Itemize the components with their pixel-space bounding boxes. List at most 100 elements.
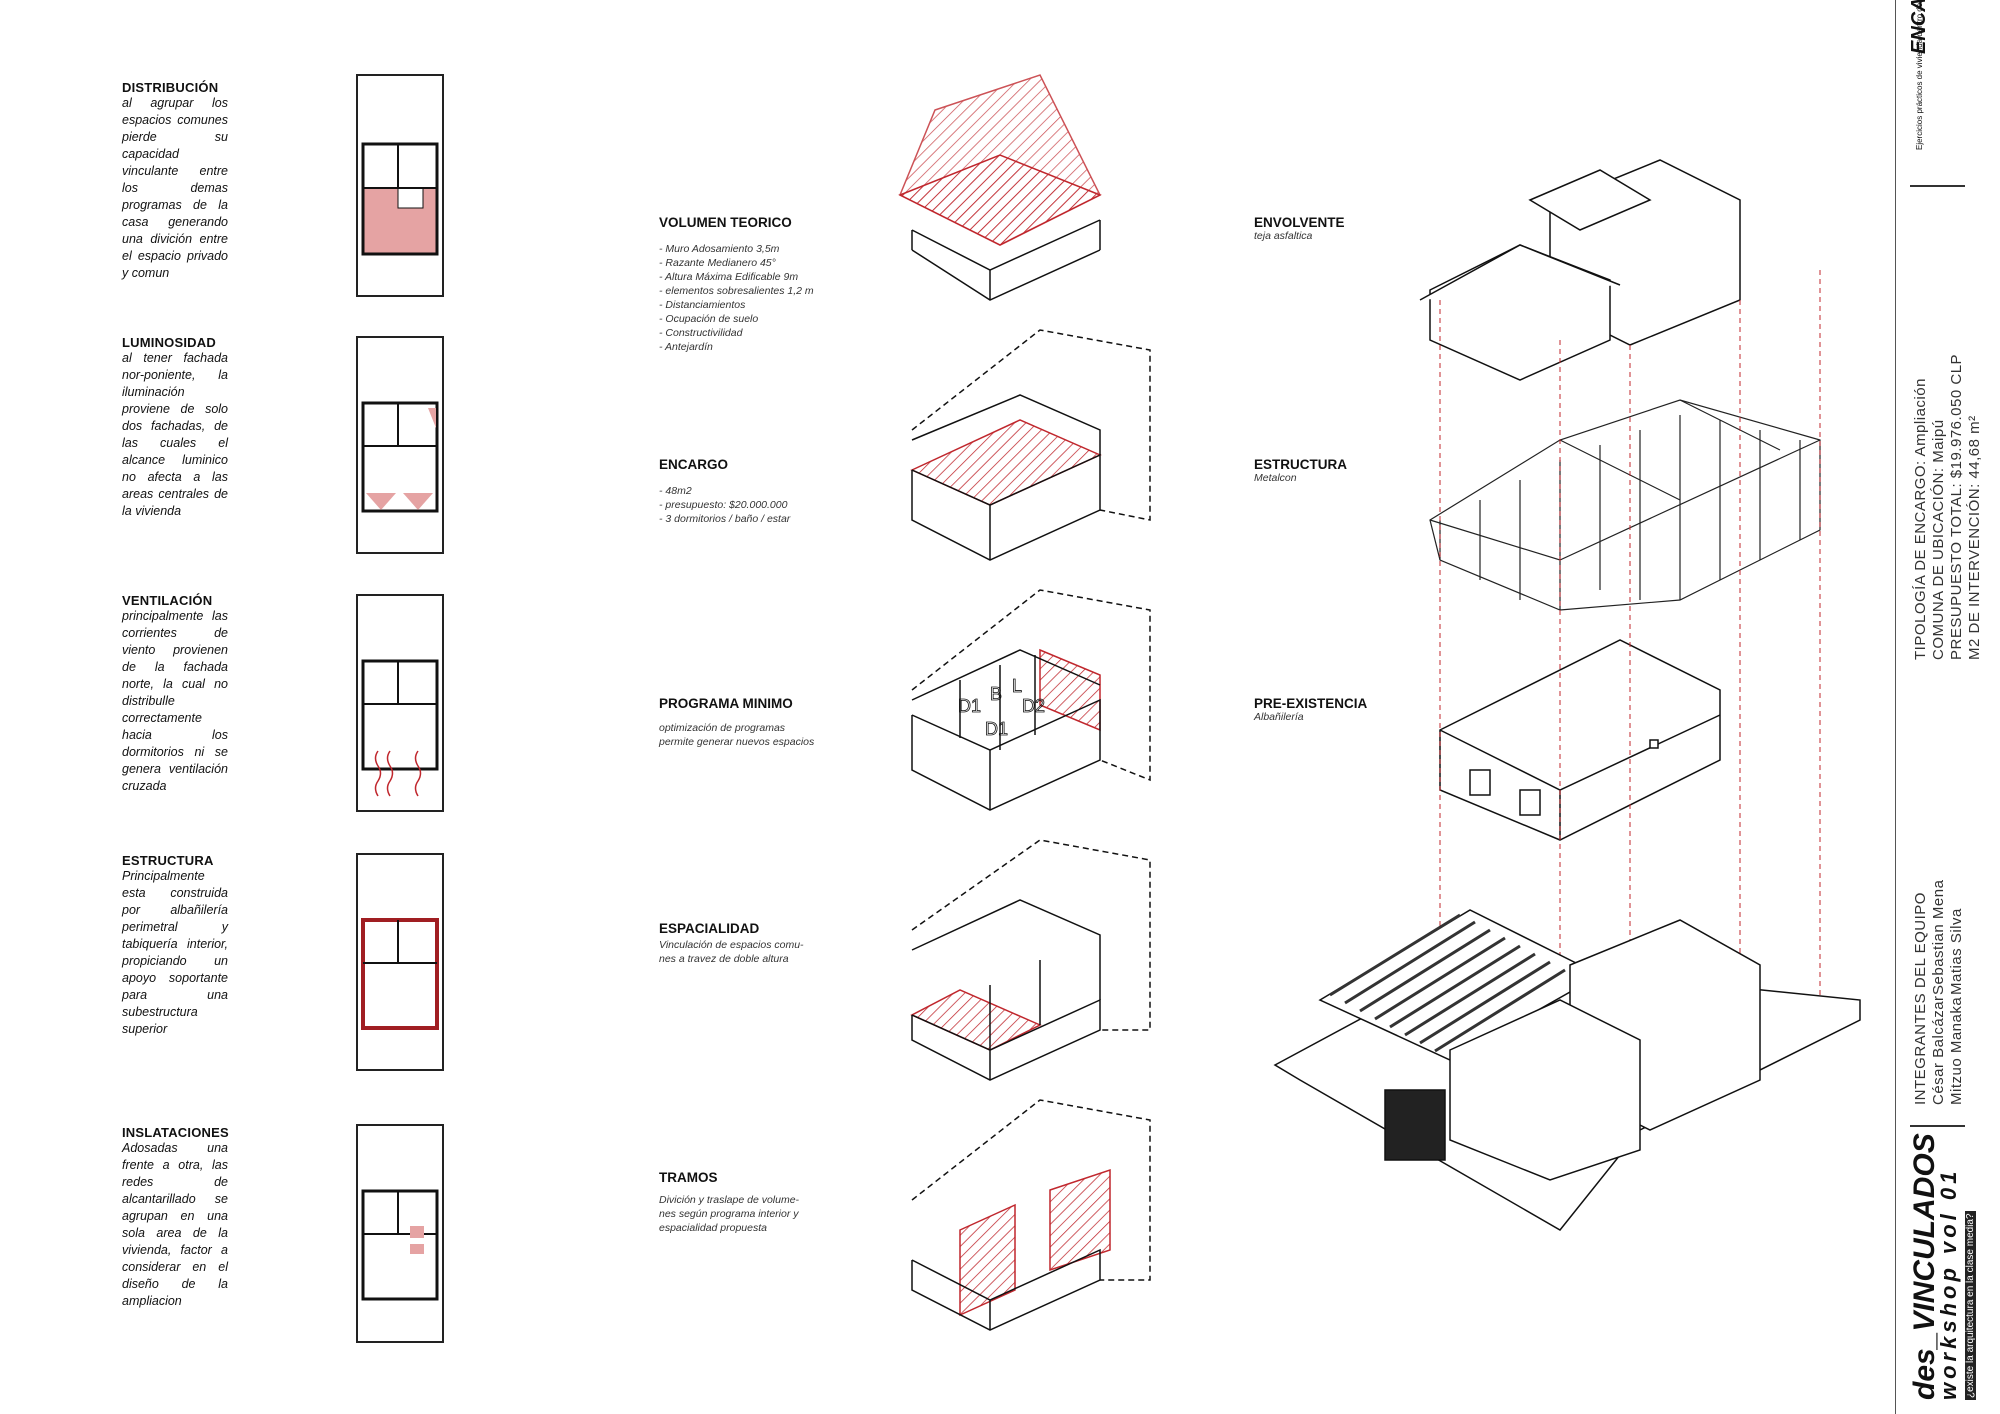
plan-thumb-estructura xyxy=(356,853,444,1071)
layer-title: PRE-EXISTENCIA xyxy=(1254,696,1368,711)
process-line: - Constructivilidad xyxy=(659,327,743,339)
info-label: TIPOLOGÍA DE ENCARGO: xyxy=(1912,460,1929,660)
team-member: Sebastian Mena xyxy=(1930,879,1947,995)
program-label: D2 xyxy=(1022,696,1045,716)
program-label: D1 xyxy=(985,719,1008,739)
team-member: Mitzuo Manaka xyxy=(1948,996,1965,1105)
workshop-logo: des_VINCULADOS workshop vol 01 ¿existe l… xyxy=(1908,1133,1978,1400)
process-line: - 48m2 xyxy=(659,485,692,497)
analysis-text: Principalmente esta construida por albañ… xyxy=(122,869,228,1036)
process-line: Divición y traslape de volume- xyxy=(659,1194,800,1206)
analysis-title: DISTRIBUCIÓN xyxy=(122,80,219,95)
iso-programa-minimo: D1 B L D1 D2 xyxy=(911,589,1151,811)
program-label: D1 xyxy=(958,696,981,716)
process-line: - presupuesto: $20.000.000 xyxy=(659,499,788,511)
process-line: - Antejardín xyxy=(659,341,713,353)
layer-subtitle: Metalcon xyxy=(1254,472,1297,484)
info-value: $19.976.050 CLP xyxy=(1948,353,1965,479)
process-line: nes a travez de doble altura xyxy=(659,953,789,965)
process-line: - Ocupación de suelo xyxy=(659,313,759,325)
house-estructura xyxy=(1429,399,1821,611)
process-line: - elementos sobresalientes 1,2 m xyxy=(659,285,814,297)
divider xyxy=(1910,1125,1965,1127)
floor-plan xyxy=(361,401,439,513)
team-label: INTEGRANTES DEL EQUIPO xyxy=(1912,892,1929,1105)
logo-tagline: ¿existe la arquitectura en la clase medi… xyxy=(1965,1211,1976,1400)
plan-thumb-luminosidad xyxy=(356,336,444,554)
logo-title: des_VINCULADOS xyxy=(1908,1133,1941,1400)
info-label: PRESUPUESTO TOTAL: xyxy=(1948,482,1965,660)
analysis-text: al agrupar los espacios comunes pierde s… xyxy=(122,96,228,280)
process-title: PROGRAMA MINIMO xyxy=(659,696,793,711)
process-line: - Altura Máxima Edificable 9m xyxy=(659,271,799,283)
process-line: Vinculación de espacios comu- xyxy=(659,939,804,951)
series-note: Ejercicios prácticos de vivienda dentro … xyxy=(1915,0,1924,150)
series-block: Ejercicios prácticos de vivienda dentro … xyxy=(1908,0,1930,150)
process-programa-minimo: PROGRAMA MINIMO optimización de programas… xyxy=(659,696,879,749)
floor-plan xyxy=(361,659,439,797)
info-label: M2 DE INTERVENCIÓN: xyxy=(1966,483,1983,660)
info-value: 44,68 m² xyxy=(1966,415,1983,479)
process-title: ENCARGO xyxy=(659,457,729,472)
process-volumen-teorico: VOLUMEN TEORICO - Muro Adosamiento 3,5m -… xyxy=(659,215,879,354)
info-label: COMUNA DE UBICACIÓN: xyxy=(1930,467,1947,660)
process-line: optimización de programas xyxy=(659,722,786,734)
divider xyxy=(1910,185,1965,187)
iso-tramos xyxy=(911,1099,1151,1331)
info-value: Ampliación xyxy=(1912,378,1929,457)
team-member: Matias Silva xyxy=(1948,908,1965,995)
plan-thumb-instalaciones xyxy=(356,1124,444,1343)
layer-title: ESTRUCTURA xyxy=(1254,457,1347,472)
program-label: B xyxy=(990,684,1002,704)
team-block: INTEGRANTES DEL EQUIPO César BalcázarSeb… xyxy=(1912,880,1966,1105)
process-line: - Razante Medianero 45° xyxy=(659,257,776,269)
house-envolvente xyxy=(1419,159,1741,381)
floor-plan xyxy=(361,142,439,256)
process-tramos: TRAMOS Divición y traslape de volume-nes … xyxy=(659,1170,879,1235)
process-title: ESPACIALIDAD xyxy=(659,921,760,936)
floor-plan xyxy=(361,918,439,1030)
project-info: TIPOLOGÍA DE ENCARGO: Ampliación COMUNA … xyxy=(1912,354,1984,660)
plan-thumb-ventilacion xyxy=(356,594,444,812)
analysis-text: principalmente las corrientes de viento … xyxy=(122,609,228,793)
iso-encargo xyxy=(910,329,1151,561)
process-title: VOLUMEN TEORICO xyxy=(659,215,792,230)
process-line: nes según programa interior y xyxy=(659,1208,799,1220)
floor-plan xyxy=(361,1189,439,1301)
analysis-text: Adosadas una frente a otra, las redes de… xyxy=(122,1141,228,1308)
title-block-divider xyxy=(1895,0,1896,1414)
layer-title: ENVOLVENTE xyxy=(1254,215,1345,230)
process-line: permite generar nuevos espacios xyxy=(659,736,815,748)
logo-subtitle: workshop vol 01 xyxy=(1936,1167,1961,1400)
iso-espacialidad xyxy=(910,839,1151,1081)
analysis-title: LUMINOSIDAD xyxy=(122,335,216,350)
process-line: - Distanciamientos xyxy=(659,299,746,311)
analysis-title: VENTILACIÓN xyxy=(122,593,213,608)
layer-subtitle: Albañilería xyxy=(1254,711,1304,723)
house-pre-existencia xyxy=(1439,639,1721,841)
team-member: César Balcázar xyxy=(1930,995,1947,1105)
series-logo: ENCARGOS COMUNES xyxy=(1908,0,1930,54)
process-title: TRAMOS xyxy=(659,1170,718,1185)
analysis-text: al tener fachada nor-poniente, la ilumin… xyxy=(122,351,228,518)
house-final xyxy=(1273,909,1861,1231)
process-line: - Muro Adosamiento 3,5m xyxy=(659,243,780,255)
process-line: - 3 dormitorios / baño / estar xyxy=(659,513,791,525)
analysis-title: INSLATACIONES xyxy=(122,1125,229,1140)
iso-volumen-teorico xyxy=(898,74,1102,301)
info-value: Maipú xyxy=(1930,419,1947,463)
layer-subtitle: teja asfaltica xyxy=(1254,230,1313,242)
analysis-title: ESTRUCTURA xyxy=(122,853,214,868)
process-espacialidad: ESPACIALIDAD Vinculación de espacios comu… xyxy=(659,921,879,966)
process-encargo: ENCARGO - 48m2 - presupuesto: $20.000.000 -… xyxy=(659,457,879,526)
process-line: espacialidad propuesta xyxy=(659,1222,767,1234)
